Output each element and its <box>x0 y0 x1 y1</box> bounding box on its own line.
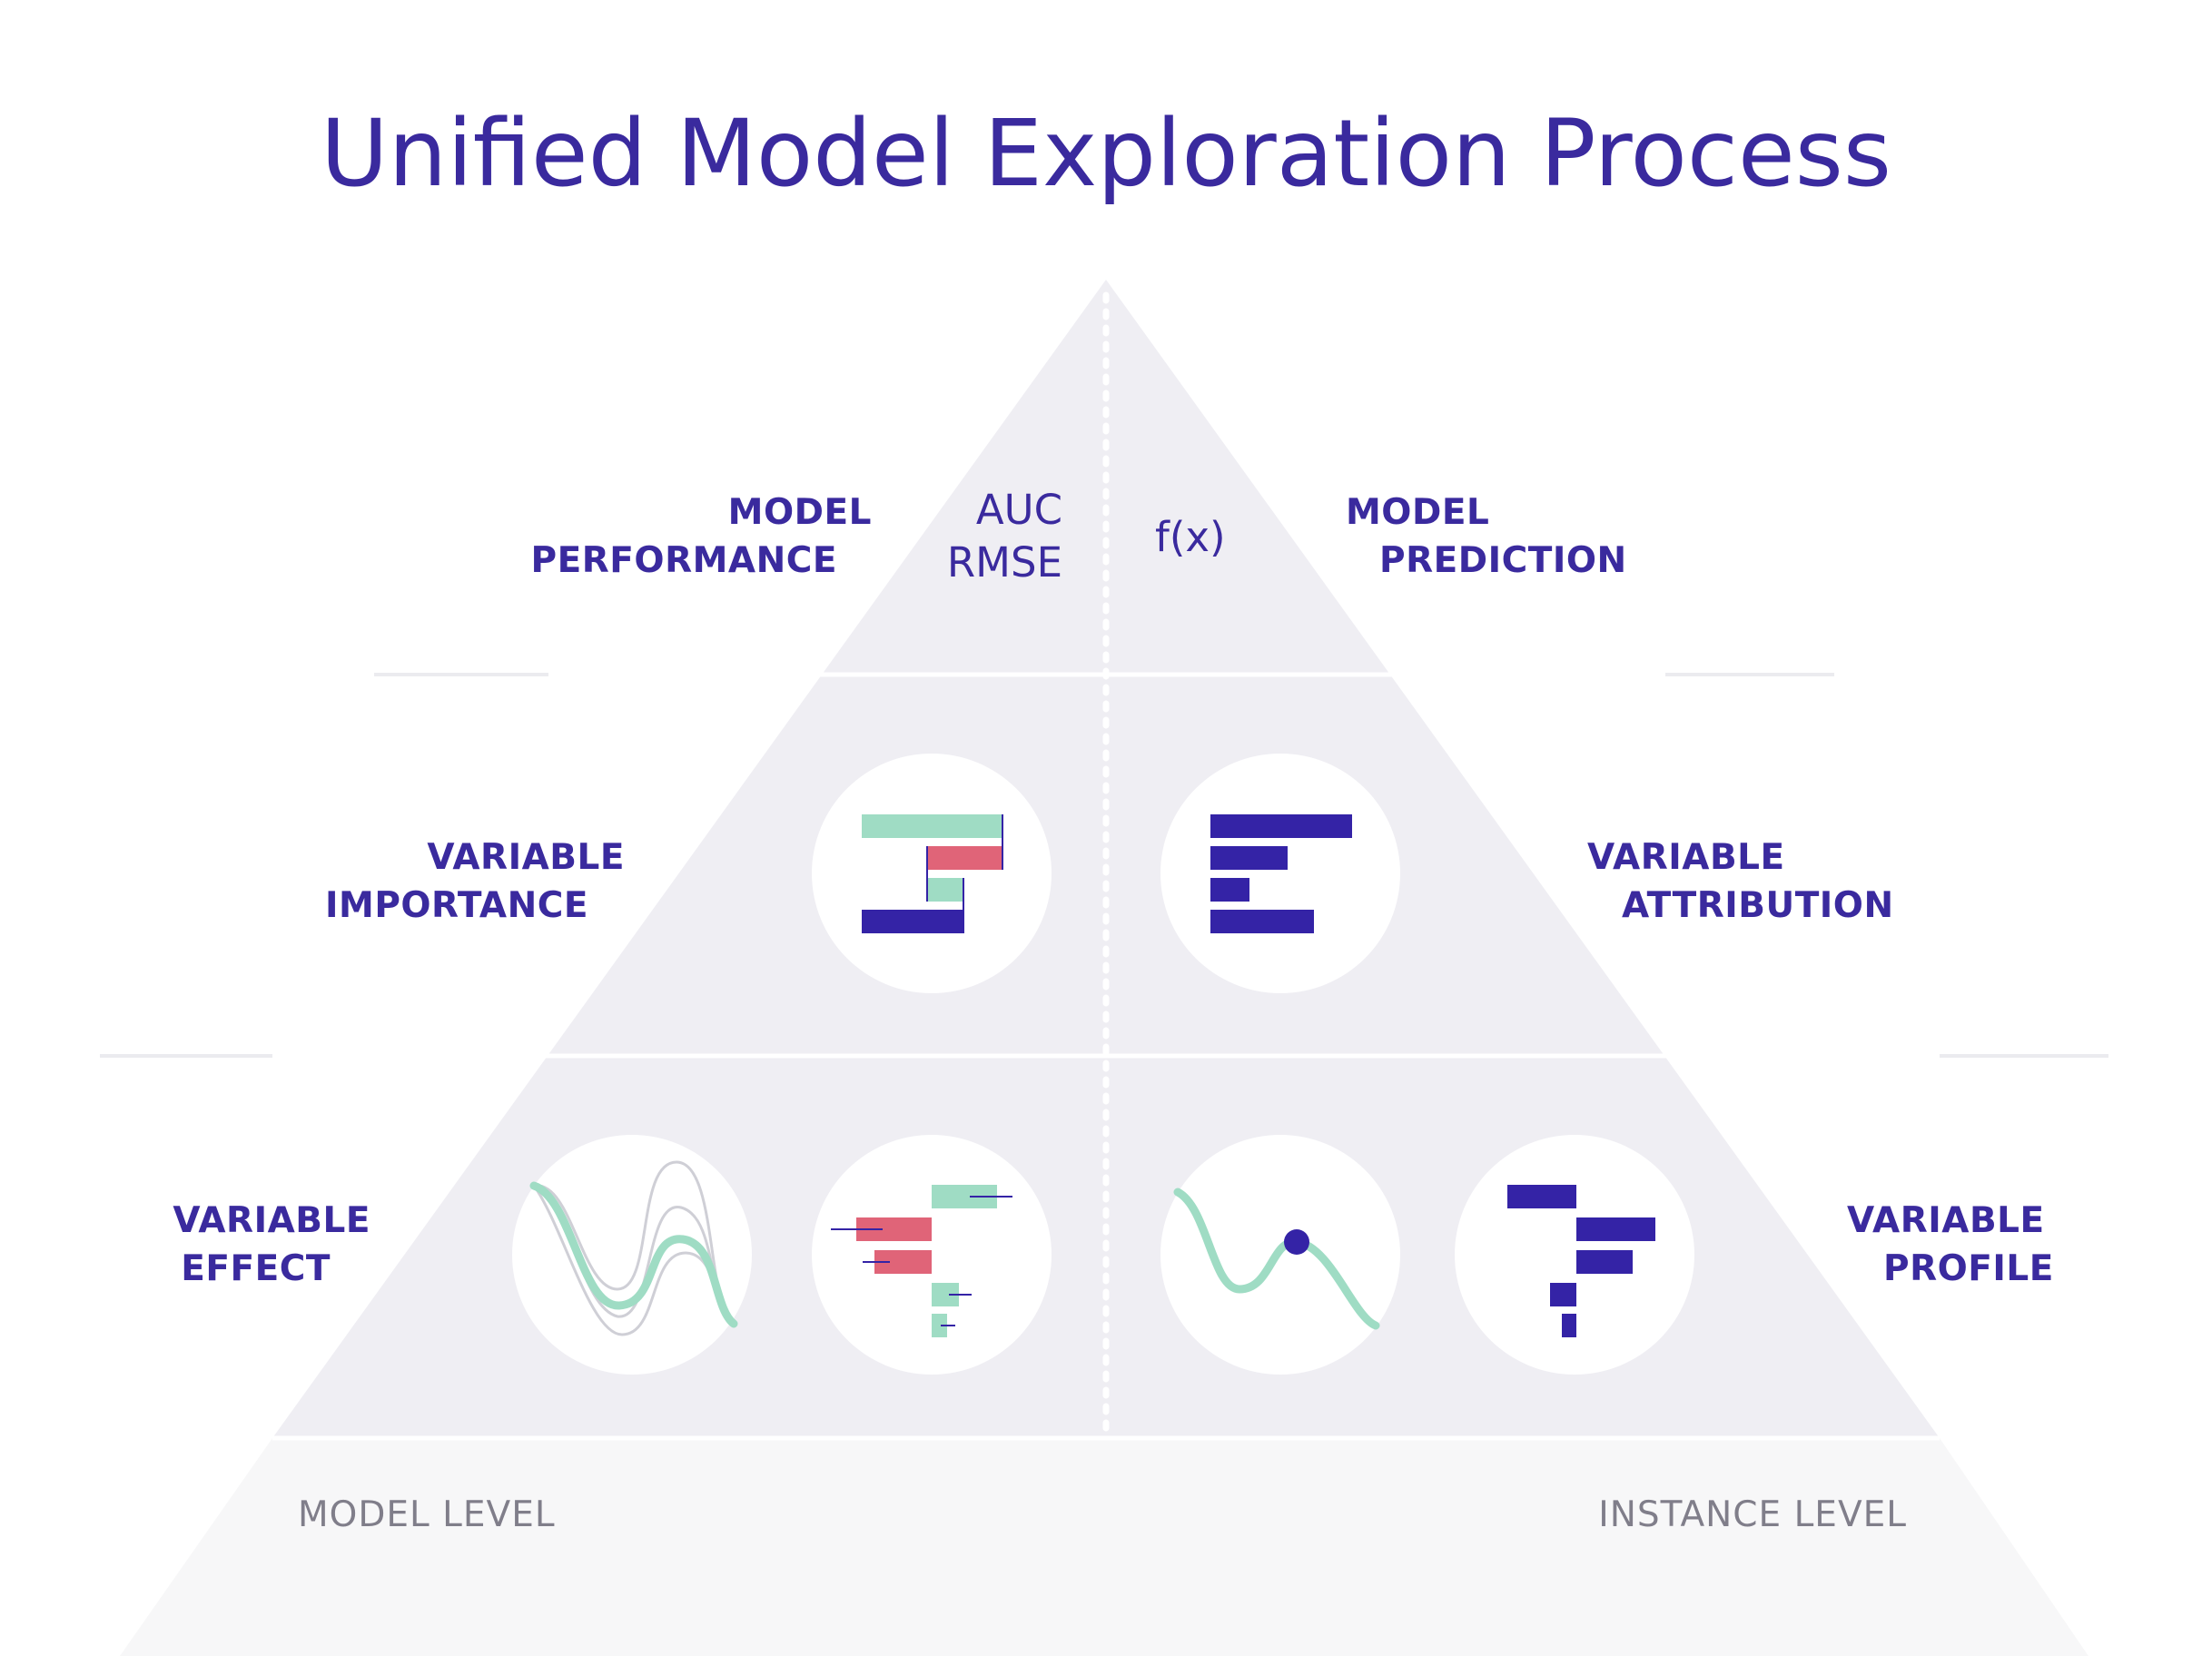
label-variable-importance: VARIABLE IMPORTANCE <box>272 833 625 930</box>
label-variable-profile: VARIABLE PROFILE <box>1847 1197 2054 1293</box>
label-line: MODEL <box>727 492 872 533</box>
variable-importance-icon <box>862 814 1003 933</box>
variable-attribution-icon <box>1210 814 1352 933</box>
label-line: VARIABLE <box>427 837 625 878</box>
ceteris-paribus-profile-icon <box>1173 1188 1380 1330</box>
waterfall-bars-icon <box>1507 1185 1655 1337</box>
label-line: PERFORMANCE <box>530 540 837 581</box>
label-line: VARIABLE <box>1587 837 1785 878</box>
label-model-prediction: MODEL PREDICTION <box>1346 488 1627 585</box>
label-line: IMPORTANCE <box>325 885 588 926</box>
prediction-symbol: f(x) <box>1155 513 1226 561</box>
model-level-label: MODEL LEVEL <box>298 1494 556 1535</box>
label-line: VARIABLE <box>173 1200 370 1241</box>
metric-rmse: RMSE <box>946 538 1062 586</box>
page-title: Unified Model Exploration Process <box>321 100 1891 208</box>
label-variable-attribution: VARIABLE ATTRIBUTION <box>1587 833 1894 930</box>
label-line: ATTRIBUTION <box>1622 885 1894 926</box>
metric-auc: AUC <box>975 486 1062 534</box>
label-line: PREDICTION <box>1379 540 1627 581</box>
instance-level-label: INSTANCE LEVEL <box>1598 1494 1907 1535</box>
label-model-performance: MODEL PERFORMANCE <box>509 488 874 585</box>
breakdown-bars-icon <box>831 1185 1012 1337</box>
label-line: MODEL <box>1346 492 1490 533</box>
partial-dependence-curves-icon <box>529 1160 738 1336</box>
pyramid-base-tier <box>120 1438 2089 1656</box>
label-line: PROFILE <box>1883 1248 2054 1289</box>
label-line: EFFECT <box>181 1248 331 1289</box>
label-variable-effect: VARIABLE EFFECT <box>136 1197 370 1293</box>
label-line: VARIABLE <box>1847 1200 2045 1241</box>
performance-metrics: AUC RMSE <box>908 484 1062 589</box>
